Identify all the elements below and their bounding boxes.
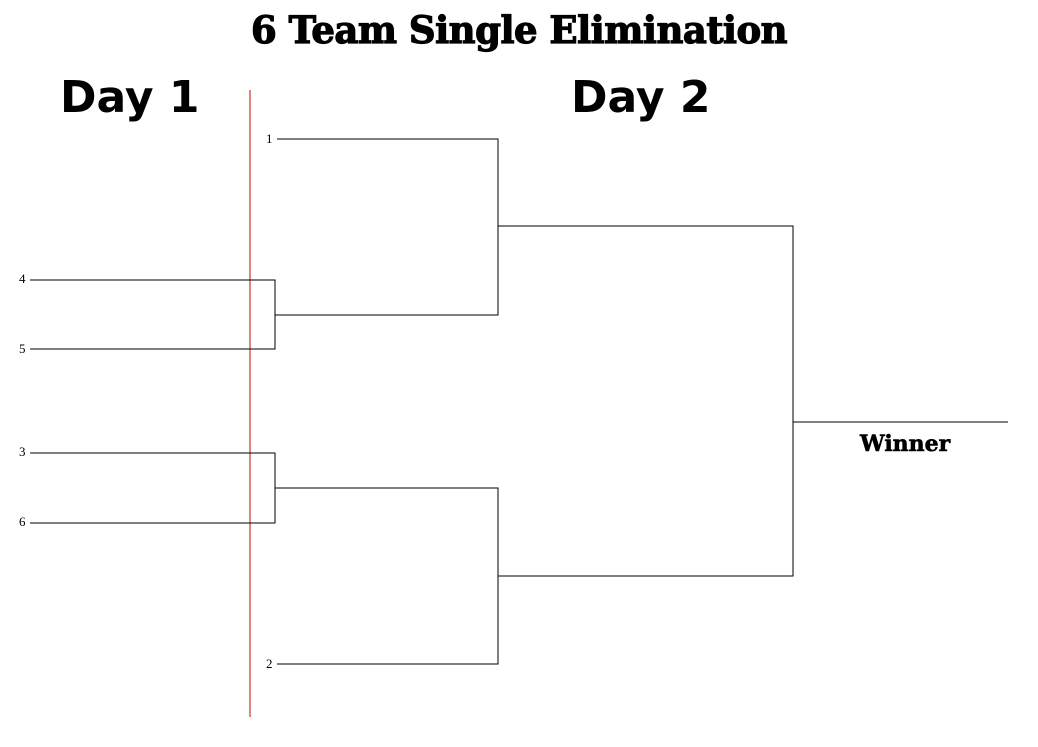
day-2-label: Day 2 <box>571 72 711 123</box>
seed-5: 5 <box>19 341 26 356</box>
match-3v6-line[interactable] <box>30 452 276 524</box>
winner-label: Winner <box>860 431 951 458</box>
seed-3: 3 <box>19 444 26 459</box>
bracket-title: 6 Team Single Elimination <box>250 7 788 52</box>
seed-2: 2 <box>266 656 273 671</box>
seed-6: 6 <box>19 514 26 529</box>
match-4v5-line[interactable] <box>30 279 276 350</box>
final-line[interactable] <box>498 225 794 577</box>
day-1-label: Day 1 <box>60 72 200 123</box>
semifinal-bottom-line[interactable] <box>275 487 499 665</box>
seed-4: 4 <box>19 271 26 286</box>
seed-1: 1 <box>266 131 273 146</box>
semifinal-top-line[interactable] <box>275 138 499 316</box>
